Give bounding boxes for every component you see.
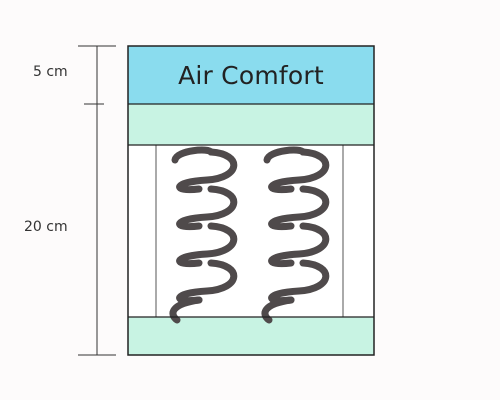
spring-coil-icon	[261, 146, 330, 324]
spring-coil-icon	[169, 146, 238, 324]
core-thickness-label: 20 cm	[24, 219, 68, 235]
spring-core-layer	[128, 145, 374, 317]
coil-group	[169, 146, 330, 324]
air-comfort-label: Air Comfort	[178, 60, 324, 90]
air-comfort-layer	[128, 46, 374, 104]
top-thickness-label: 5 cm	[33, 64, 68, 80]
dimension-guide	[78, 45, 116, 356]
comfort-foam-layer	[128, 104, 374, 145]
mattress-outline	[127, 45, 375, 356]
bottom-foam-layer	[128, 317, 374, 355]
